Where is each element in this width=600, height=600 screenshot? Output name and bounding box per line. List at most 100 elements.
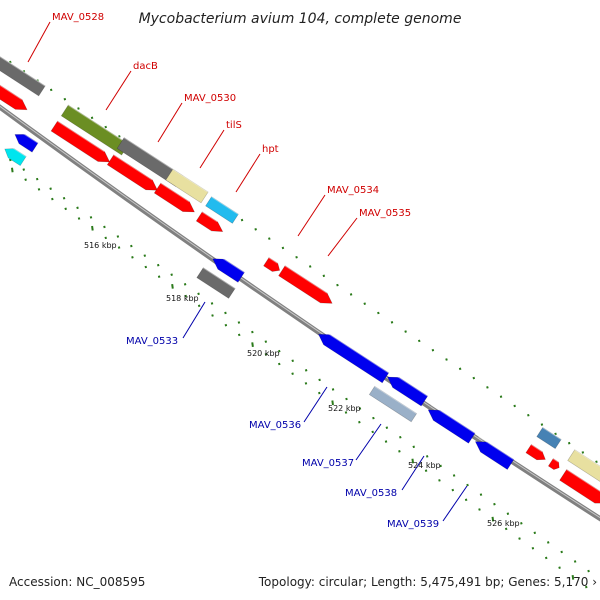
minor-tick <box>544 556 548 560</box>
minor-tick <box>533 531 537 535</box>
feature-red-8 <box>559 468 600 504</box>
feature-cyan-2-body <box>4 148 27 167</box>
connector-mav-0537 <box>355 423 382 461</box>
minor-tick <box>77 107 80 110</box>
minor-tick <box>363 302 366 305</box>
minor-tick <box>63 97 67 101</box>
minor-tick <box>390 321 394 324</box>
minor-tick <box>197 292 200 296</box>
feature-mav-0533 <box>196 266 236 299</box>
gene-label-mav-0537[interactable]: MAV_0537 <box>302 458 354 469</box>
scale-label-520: 520 kbp <box>247 349 280 358</box>
minor-tick <box>278 349 281 353</box>
feature-red-4-body <box>153 182 195 213</box>
minor-tick <box>513 404 516 408</box>
gene-label-hpt[interactable]: hpt <box>262 144 279 155</box>
gene-label-mav-0535[interactable]: MAV_0535 <box>359 208 411 219</box>
feature-red-8-bevel <box>566 468 600 492</box>
minor-tick <box>90 116 94 120</box>
gene-label-mav-0534[interactable]: MAV_0534 <box>327 185 379 196</box>
gene-label-mav-0536[interactable]: MAV_0536 <box>249 420 301 431</box>
minor-tick <box>424 469 428 472</box>
feature-blue-1 <box>14 129 39 153</box>
minor-tick <box>184 294 188 298</box>
feature-mav-0528-body <box>0 56 46 97</box>
minor-tick <box>377 311 380 315</box>
feature-mav-0534-body <box>263 257 281 272</box>
connector-mav-0538 <box>401 455 425 491</box>
feature-mav-0536-body <box>317 333 390 384</box>
minor-tick <box>371 430 374 434</box>
minor-tick <box>504 527 508 531</box>
minor-tick <box>520 521 523 525</box>
minor-tick <box>431 348 435 352</box>
feature-mav-0538 <box>427 404 476 444</box>
minor-tick <box>268 237 271 240</box>
feature-mav-0537b-bevel <box>374 385 418 415</box>
feature-blue-2 <box>212 253 245 283</box>
feature-red-2-bevel <box>57 120 105 153</box>
minor-tick <box>404 330 407 333</box>
minor-tick <box>304 369 308 372</box>
minor-tick <box>438 479 441 482</box>
minor-tick <box>237 321 241 324</box>
major-tick <box>11 167 14 173</box>
minor-tick <box>49 88 53 92</box>
connector-mav-0530 <box>157 102 183 143</box>
minor-tick <box>304 382 308 385</box>
minor-tick <box>344 411 348 414</box>
feature-red-2 <box>50 120 111 163</box>
gene-label-mav-0533[interactable]: MAV_0533 <box>126 336 178 347</box>
minor-tick <box>49 187 52 190</box>
feature-mav-0534 <box>263 256 281 272</box>
scale-label-516: 516 kbp <box>84 241 117 250</box>
backbone-highlight <box>0 105 600 519</box>
feature-red-6-bevel <box>530 443 543 453</box>
minor-tick <box>372 416 375 420</box>
accession-text: Accession: NC_008595 <box>9 575 145 589</box>
connector-mav-0536 <box>303 386 328 423</box>
connector-mav-0528 <box>27 21 51 63</box>
minor-tick <box>531 546 535 550</box>
scale-label-518: 518 kbp <box>166 294 199 303</box>
tick-row-scale <box>11 167 588 589</box>
feature-cyan-2 <box>4 143 27 167</box>
gene-label-dacb[interactable]: dacB <box>133 61 158 72</box>
minor-tick <box>318 391 321 395</box>
feature-tils <box>165 168 209 204</box>
minor-tick <box>103 225 106 229</box>
feature-khaki-2 <box>567 449 600 482</box>
minor-tick <box>224 311 227 315</box>
gene-label-mav-0539[interactable]: MAV_0539 <box>387 519 439 530</box>
feature-blue-1-body <box>14 134 39 153</box>
major-tick <box>251 342 254 347</box>
gene-label-mav-0530[interactable]: MAV_0530 <box>184 93 236 104</box>
minor-tick <box>322 274 326 278</box>
minor-tick <box>156 263 160 267</box>
gene-label-mav-0538[interactable]: MAV_0538 <box>345 488 397 499</box>
major-tick <box>411 458 415 464</box>
minor-tick <box>237 333 241 337</box>
minor-tick <box>264 353 268 356</box>
feature-red-6 <box>525 443 546 461</box>
feature-red-7 <box>547 457 560 470</box>
gene-label-mav-0528[interactable]: MAV_0528 <box>52 12 104 23</box>
minor-tick <box>62 196 66 200</box>
label-connectors-layer <box>27 21 468 522</box>
minor-tick <box>464 498 468 502</box>
feature-red-5-body <box>195 211 224 232</box>
minor-tick <box>478 508 481 511</box>
minor-tick <box>358 420 361 424</box>
minor-tick <box>308 265 312 268</box>
gene-label-tils[interactable]: tilS <box>226 120 242 131</box>
topology-text[interactable]: Topology: circular; Length: 5,475,491 bp… <box>258 575 597 589</box>
feature-mav-0533-body <box>196 267 236 299</box>
feature-mav-0528-bevel <box>0 55 46 87</box>
feature-mav-0538-body <box>427 409 476 444</box>
major-tick <box>331 400 334 406</box>
feature-mav-0534-bevel <box>268 256 279 264</box>
feature-mav-0535-bevel <box>284 264 328 294</box>
minor-tick <box>291 359 294 363</box>
minor-tick <box>22 168 26 171</box>
feature-mav-0536-bevel <box>321 328 390 374</box>
